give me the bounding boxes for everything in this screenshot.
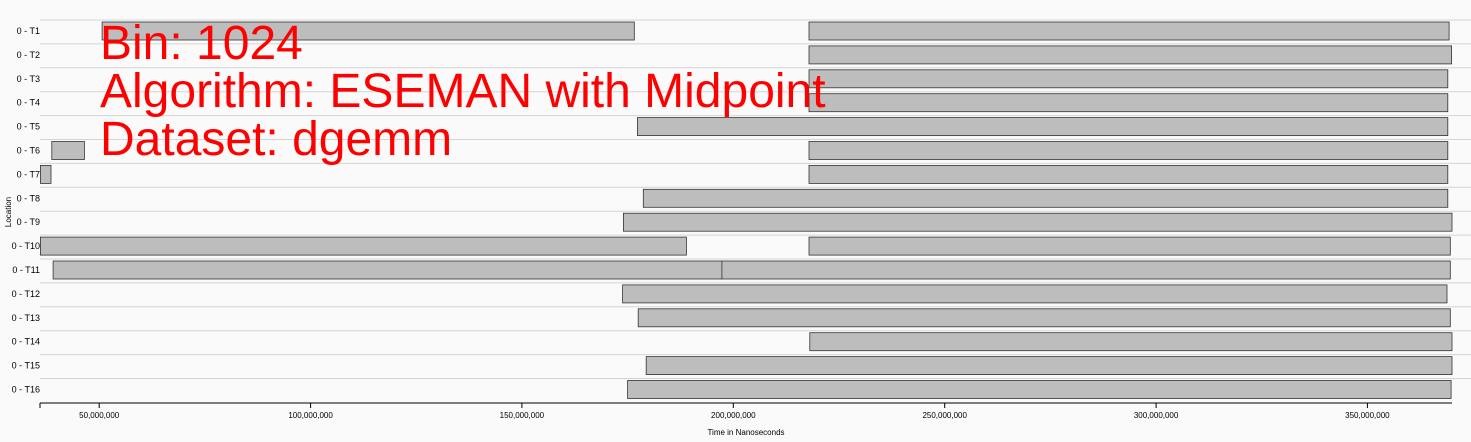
interval-bar[interactable] xyxy=(721,260,1451,280)
row-label: 0 - T6 xyxy=(17,146,40,156)
interval-bar[interactable] xyxy=(808,141,1449,160)
x-tick-label: 100,000,000 xyxy=(288,411,333,420)
x-tick-label: 350,000,000 xyxy=(1345,411,1390,420)
interval-bar[interactable] xyxy=(40,236,687,256)
x-tick-label: 200,000,000 xyxy=(711,411,756,420)
interval-bar[interactable] xyxy=(808,45,1452,65)
row-label: 0 - T13 xyxy=(12,313,40,323)
interval-bar[interactable] xyxy=(808,93,1449,113)
rows-layer: 0 - T1 0 - T2 0 - T3 0 - T4 0 - T5 0 - T6 0 - … xyxy=(12,19,1471,395)
row-label: 0 - T1 xyxy=(17,26,40,36)
row-label: 0 - T10 xyxy=(12,241,40,251)
interval-bar[interactable] xyxy=(808,236,1451,256)
row-label: 0 - T4 xyxy=(17,98,40,108)
interval-bar[interactable] xyxy=(101,21,635,41)
row-label: 0 - T3 xyxy=(17,74,40,84)
interval-bar[interactable] xyxy=(52,260,723,280)
interval-bar[interactable] xyxy=(645,356,1453,376)
row-label: 0 - T5 xyxy=(17,122,40,132)
x-axis: 50,000,000 100,000,000 150,000,000 200,000,… xyxy=(39,402,1452,420)
x-tick-label: 50,000,000 xyxy=(79,411,120,420)
interval-bar[interactable] xyxy=(627,380,1452,399)
row-label: 0 - T12 xyxy=(12,289,40,299)
y-axis-label: Location xyxy=(4,197,13,227)
interval-bar[interactable] xyxy=(808,164,1449,184)
x-tick-label: 300,000,000 xyxy=(1134,411,1179,420)
interval-bar[interactable] xyxy=(642,188,1449,208)
bars-layer xyxy=(40,21,1453,399)
row-label: 0 - T14 xyxy=(12,337,40,347)
interval-bar[interactable] xyxy=(809,332,1453,352)
interval-bar[interactable] xyxy=(637,117,1449,136)
row-label: 0 - T7 xyxy=(17,169,40,179)
x-tick-label: 150,000,000 xyxy=(500,411,545,420)
row-label: 0 - T2 xyxy=(17,50,40,60)
interval-bar[interactable] xyxy=(51,141,85,160)
interval-bar[interactable] xyxy=(623,212,1453,232)
row-label: 0 - T15 xyxy=(12,361,40,371)
row-label: 0 - T11 xyxy=(12,265,40,275)
x-tick-label: 250,000,000 xyxy=(922,411,967,420)
interval-bar[interactable] xyxy=(622,284,1448,304)
row-label: 0 - T16 xyxy=(12,385,40,395)
interval-bar[interactable] xyxy=(40,164,52,184)
interval-bar[interactable] xyxy=(637,308,1451,328)
interval-bar[interactable] xyxy=(808,21,1450,41)
row-label: 0 - T8 xyxy=(17,193,40,203)
x-axis-label: Time in Nanoseconds xyxy=(707,428,784,437)
interval-bar[interactable] xyxy=(808,69,1449,89)
row-label: 0 - T9 xyxy=(17,217,40,227)
